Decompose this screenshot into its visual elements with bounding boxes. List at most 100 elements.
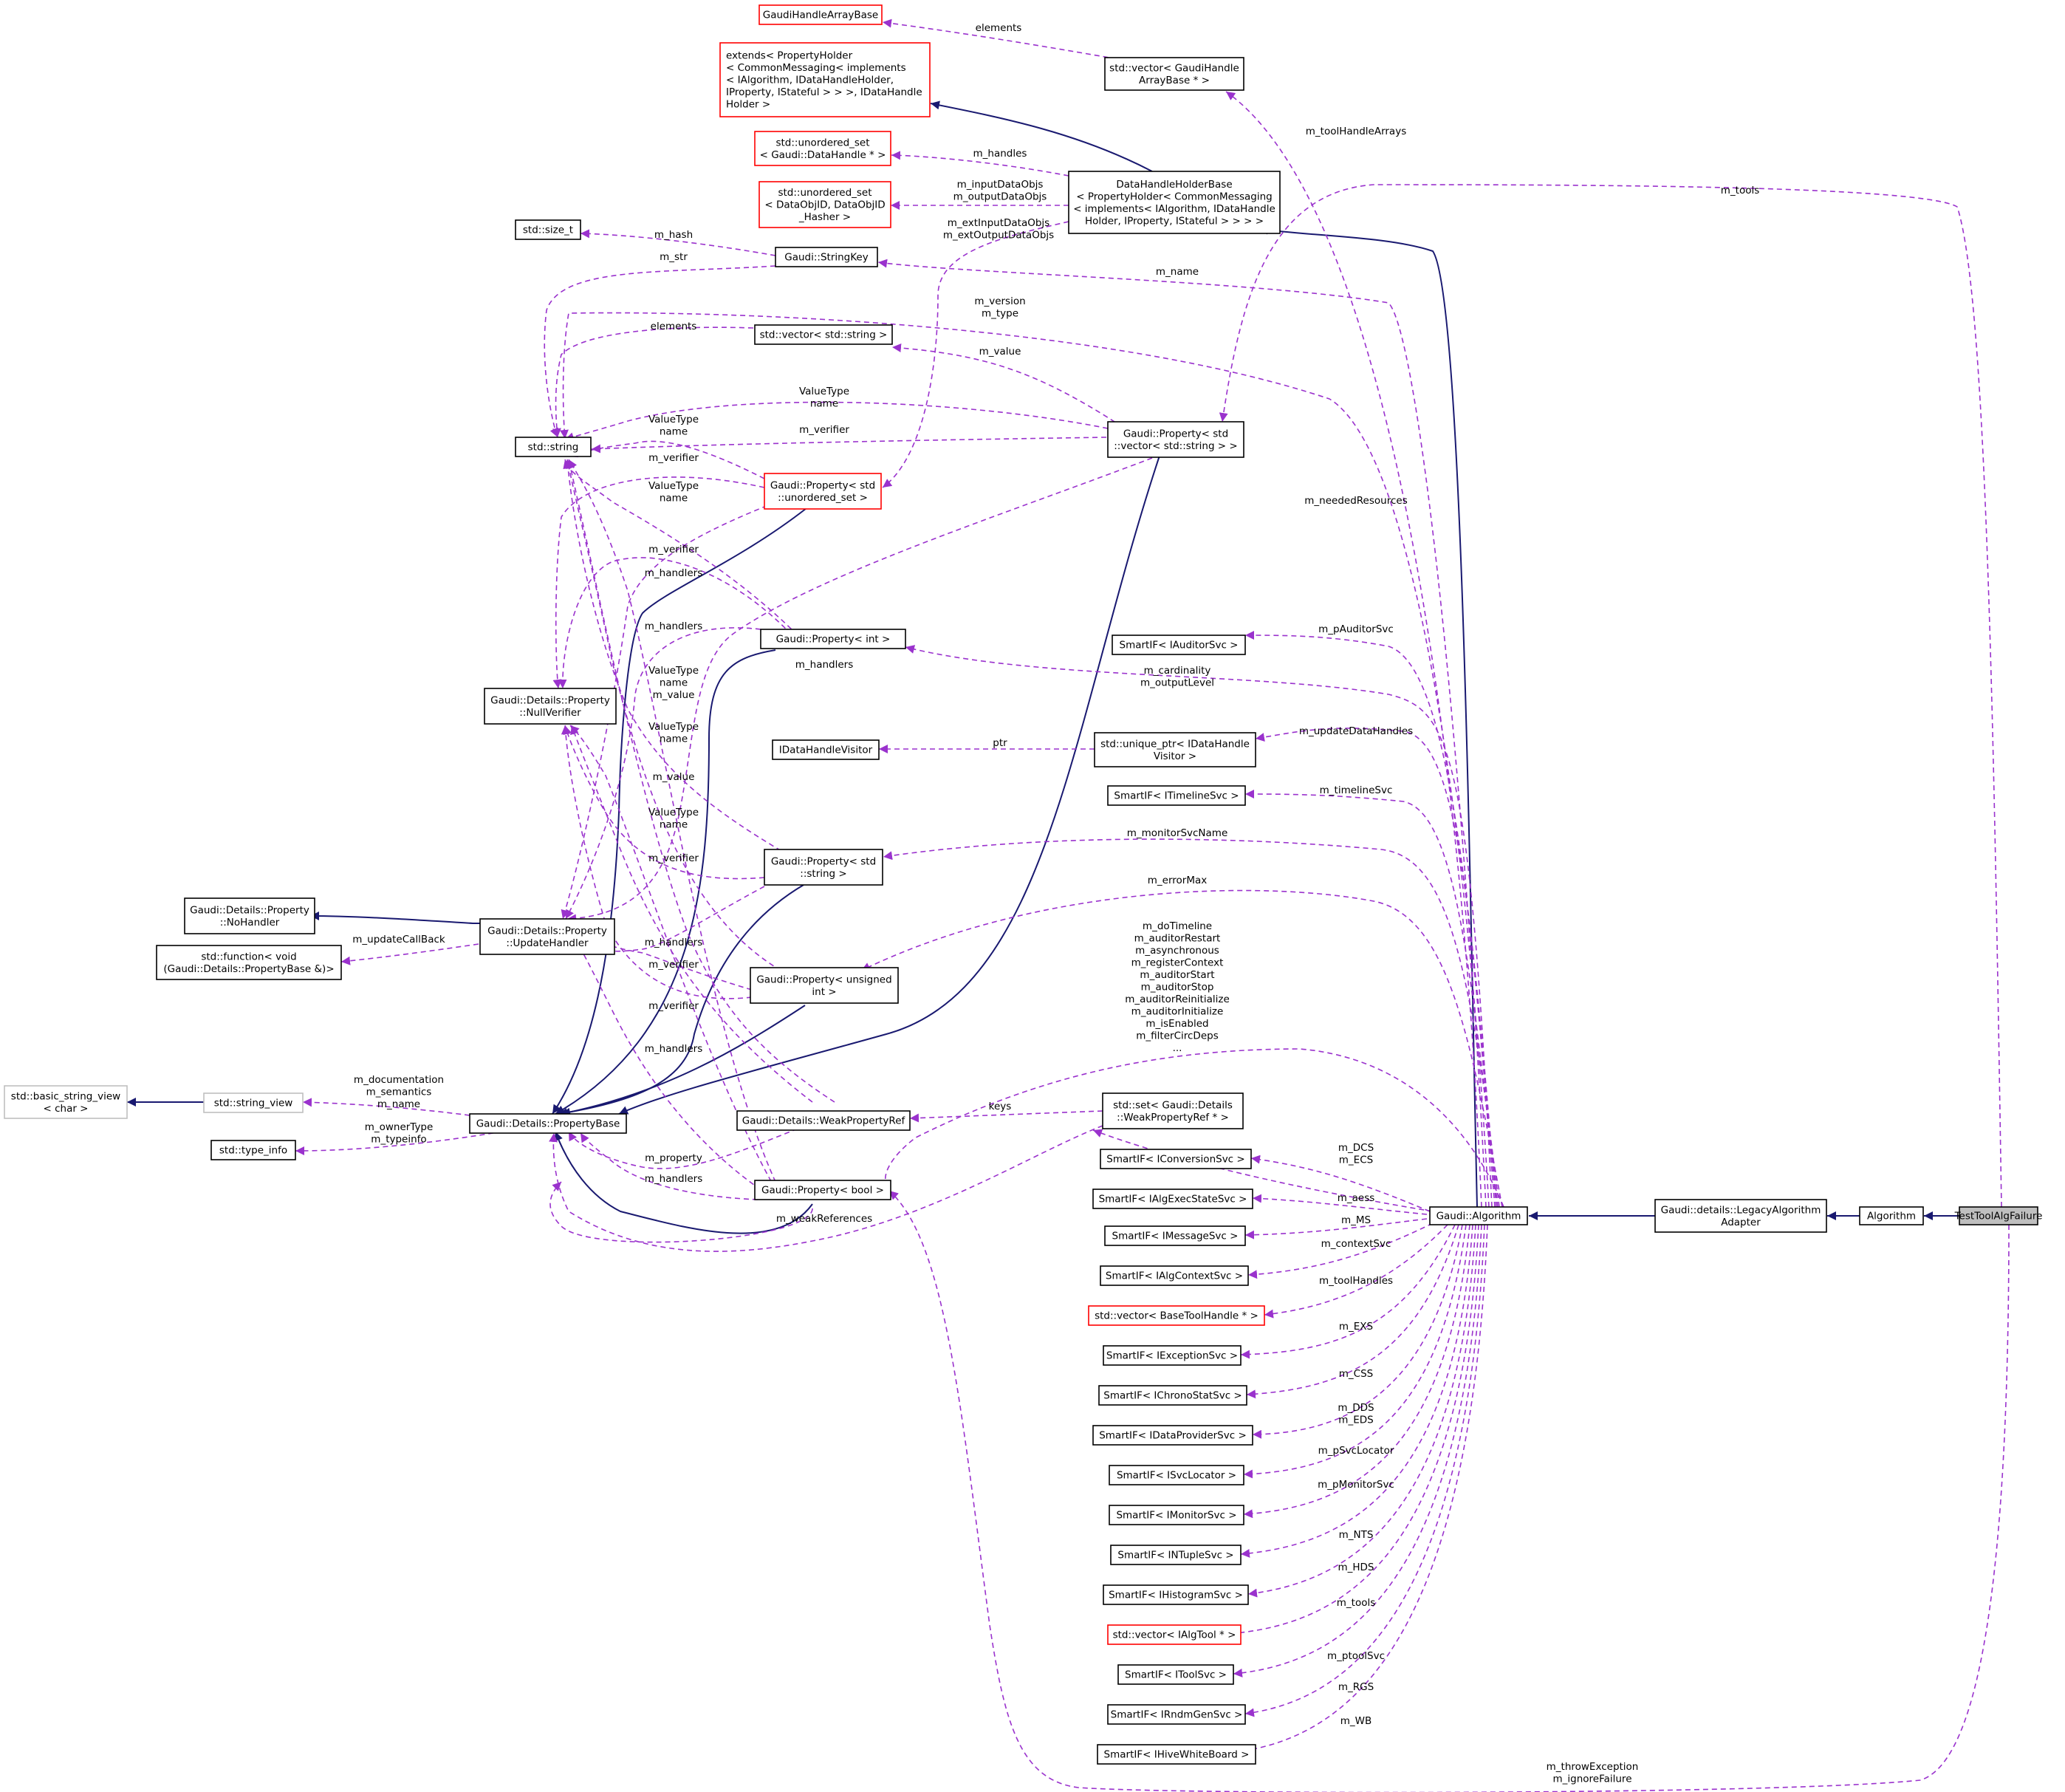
node-box [1112, 635, 1246, 655]
node-box [515, 219, 581, 240]
edge-label-inout: m_inputDataObjs [957, 179, 1044, 191]
node-nullverifier[interactable]: Gaudi::Details::Property::NullVerifier [484, 688, 617, 725]
node-extends[interactable]: extends< PropertyHolder< CommonMessaging… [719, 42, 931, 117]
node-set-weakref[interactable]: std::set< Gaudi::Details::WeakPropertyRe… [1102, 1092, 1244, 1129]
node-updatehandler[interactable]: Gaudi::Details::Property::UpdateHandler [479, 918, 615, 955]
edge-propbool-string [568, 459, 776, 1183]
node-label-line: SmartIF< ITimelineSvc > [1114, 790, 1239, 802]
node-svcloc[interactable]: SmartIF< ISvcLocator > [1109, 1465, 1244, 1485]
node-box [515, 437, 592, 457]
node-nohandler[interactable]: Gaudi::Details::Property::NoHandler [184, 897, 315, 934]
edge-label-property: m_property [645, 1152, 702, 1164]
node-histo[interactable]: SmartIF< IHistogramSvc > [1103, 1584, 1249, 1605]
edge-label-vtnv: m_value [653, 689, 695, 701]
node-context[interactable]: SmartIF< IAlgContextSvc > [1100, 1265, 1249, 1286]
node-label-line: Gaudi::Details::Property [490, 694, 610, 706]
edge-label-vtn2: ValueType [648, 414, 699, 425]
edge-label-handlers6: m_handlers [645, 1173, 703, 1185]
node-weakref[interactable]: Gaudi::Details::WeakPropertyRef [736, 1110, 911, 1131]
node-vec-ghab[interactable]: std::vector< GaudiHandleArrayBase * > [1104, 57, 1244, 91]
node-uset-dh[interactable]: std::unordered_set< Gaudi::DataHandle * … [754, 131, 891, 166]
node-label-line: Gaudi::StringKey [784, 252, 868, 264]
edge-label-ms: m_MS [1341, 1214, 1371, 1226]
node-label-line: < implements< IAlgorithm, IDataHandle [1073, 203, 1275, 215]
node-label-line: SmartIF< IToolSvc > [1125, 1669, 1227, 1681]
node-label-line: < char > [43, 1103, 88, 1115]
node-testtool[interactable]: TestToolAlgFailure [1954, 1206, 2043, 1225]
node-label-line: ::vector< std::string > > [1114, 440, 1237, 452]
node-chrono[interactable]: SmartIF< IChronoStatSvc > [1098, 1385, 1247, 1406]
node-propbase[interactable]: Gaudi::Details::PropertyBase [469, 1113, 627, 1134]
edge-propuset-propbase [552, 507, 807, 1115]
node-uptr-idhv[interactable]: std::unique_ptr< IDataHandleVisitor > [1094, 732, 1256, 767]
node-execstate[interactable]: SmartIF< IAlgExecStateSvc > [1092, 1189, 1253, 1209]
node-label-line: Visitor > [1154, 750, 1196, 762]
usage-edges [295, 18, 2010, 1792]
edge-label-ext: m_extOutputDataObjs [943, 230, 1054, 242]
node-uset-doid[interactable]: std::unordered_set< DataObjID, DataObjID… [758, 181, 891, 228]
node-string-view[interactable]: std::string_view [203, 1092, 304, 1113]
node-size-t[interactable]: std::size_t [515, 219, 581, 240]
edge-label-card: m_cardinality [1144, 665, 1211, 677]
edge-gaudialg-context [1247, 1222, 1434, 1279]
node-exception[interactable]: SmartIF< IExceptionSvc > [1103, 1345, 1242, 1366]
node-box [1859, 1206, 1924, 1225]
node-hive[interactable]: SmartIF< IHiveWhiteBoard > [1097, 1744, 1256, 1765]
node-label-line: SmartIF< IMessageSvc > [1112, 1231, 1239, 1242]
edge-weakrefs-propbase [549, 1125, 1103, 1252]
node-prop-int[interactable]: Gaudi::Property< int > [760, 629, 906, 649]
node-box [758, 4, 883, 25]
edge-label-throwexc: m_ignoreFailure [1552, 1774, 1631, 1785]
edge-vecstring-string [552, 326, 754, 438]
node-label-line: GaudiHandleArrayBase [763, 10, 878, 21]
edge-label-docs: m_semantics [366, 1087, 432, 1098]
node-string[interactable]: std::string [515, 437, 592, 457]
node-ntuple[interactable]: SmartIF< INTupleSvc > [1110, 1545, 1242, 1565]
node-label-line: IDataHandleVisitor [779, 745, 873, 756]
node-label-line: SmartIF< INTupleSvc > [1117, 1550, 1233, 1562]
node-type-info[interactable]: std::type_info [210, 1140, 296, 1160]
node-prop-bool[interactable]: Gaudi::Property< bool > [754, 1180, 891, 1200]
node-label-line: Gaudi::details::LegacyAlgorithm [1661, 1204, 1821, 1216]
node-message[interactable]: SmartIF< IMessageSvc > [1104, 1225, 1246, 1246]
node-bsv[interactable]: std::basic_string_view< char > [4, 1085, 128, 1119]
node-vec-string[interactable]: std::vector< std::string > [754, 324, 893, 345]
node-stringkey[interactable]: Gaudi::StringKey [775, 247, 878, 267]
node-dhhb[interactable]: DataHandleHolderBase< PropertyHolder< Co… [1068, 171, 1281, 234]
node-ghab[interactable]: GaudiHandleArrayBase [758, 4, 883, 25]
edge-label-bools: m_isEnabled [1145, 1018, 1208, 1030]
edge-gaudialg-uptridhv [1255, 728, 1497, 1208]
node-algorithm[interactable]: Algorithm [1859, 1206, 1924, 1225]
node-box [775, 247, 878, 267]
edge-gaudialg-propbool-bools [880, 1048, 1504, 1208]
edge-gaudialg-ntuple [1240, 1224, 1473, 1558]
node-rndm[interactable]: SmartIF< IRndmGenSvc > [1107, 1704, 1246, 1725]
node-vec-algtool[interactable]: std::vector< IAlgTool * > [1107, 1624, 1242, 1645]
node-label-line: ArrayBase * > [1139, 75, 1210, 86]
node-label-line: std::set< Gaudi::Details [1113, 1099, 1233, 1111]
edge-label-handlers4: m_handlers [645, 937, 703, 948]
node-timeline[interactable]: SmartIF< ITimelineSvc > [1107, 785, 1246, 806]
edge-label-bools: m_auditorReinitialize [1125, 994, 1230, 1005]
node-prop-uset[interactable]: Gaudi::Property< std::unordered_set > [764, 473, 882, 510]
node-box [1102, 1092, 1244, 1129]
node-auditor[interactable]: SmartIF< IAuditorSvc > [1112, 635, 1246, 655]
node-idhv[interactable]: IDataHandleVisitor [772, 739, 880, 760]
node-prop-string[interactable]: Gaudi::Property< std::string > [764, 849, 883, 886]
edge-label-vtnv: ValueType [648, 665, 699, 677]
edge-weakref-propbase [568, 1128, 798, 1169]
node-monitor[interactable]: SmartIF< IMonitorSvc > [1109, 1505, 1244, 1525]
edge-propbase-stringview [302, 1098, 470, 1116]
node-vec-btoolh[interactable]: std::vector< BaseToolHandle * > [1088, 1305, 1265, 1326]
node-dataprov[interactable]: SmartIF< IDataProviderSvc > [1092, 1425, 1253, 1446]
node-function[interactable]: std::function< void(Gaudi::Details::Prop… [156, 945, 342, 980]
node-gaudialg[interactable]: Gaudi::Algorithm [1429, 1206, 1528, 1225]
node-conversion[interactable]: SmartIF< IConversionSvc > [1100, 1149, 1252, 1169]
node-label-line: ::UpdateHandler [506, 937, 589, 949]
edge-label-m-value1: m_value [979, 346, 1021, 358]
node-prop-vecstr[interactable]: Gaudi::Property< std::vector< std::strin… [1107, 421, 1244, 458]
edge-label-ownertype: m_typeinfo [371, 1134, 426, 1146]
node-toolsvc[interactable]: SmartIF< IToolSvc > [1117, 1664, 1234, 1685]
